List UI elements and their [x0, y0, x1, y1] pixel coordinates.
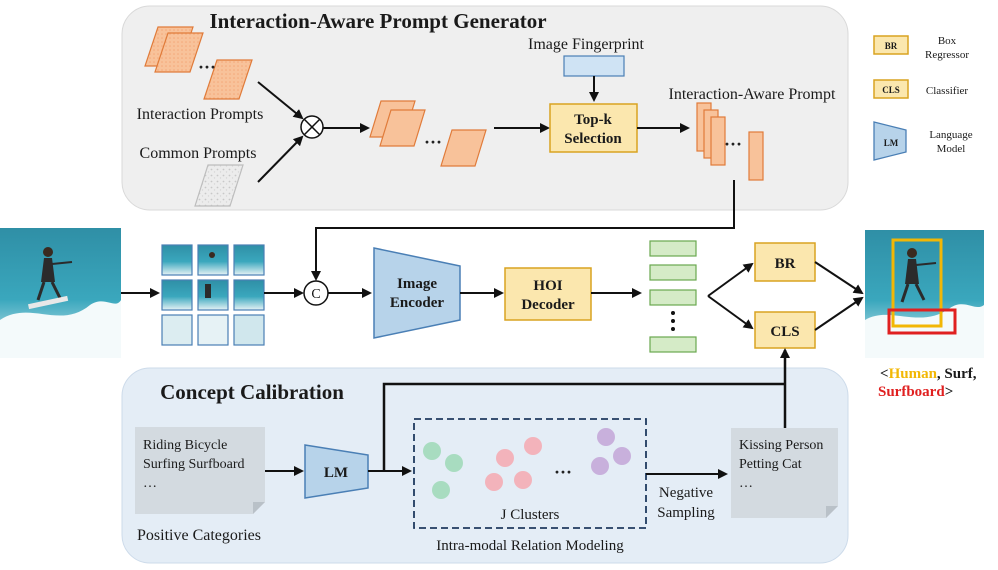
clusters-ellipsis: ···	[554, 462, 572, 482]
output-image	[865, 230, 984, 358]
prompt-generator-panel: Interaction-Aware Prompt Generator ··· I…	[121, 5, 849, 211]
fused-prompts-stack: ···	[369, 100, 487, 167]
hoi-decoder-line2: Decoder	[521, 297, 575, 313]
legend: BR Box Regressor CLS Classifier LM Langu…	[873, 35, 973, 161]
common-prompt-shape	[194, 164, 244, 207]
legend-br-box	[873, 35, 909, 55]
image-encoder-line1: Image	[397, 276, 437, 292]
negative-sampling-line1: Negative	[659, 485, 713, 501]
negative-item-3: …	[739, 476, 753, 491]
negative-item-2: Petting Cat	[739, 457, 802, 472]
legend-cls-box	[873, 79, 909, 99]
output-close: >	[945, 384, 954, 400]
interaction-aware-prompt-stack: ···	[696, 102, 764, 181]
output-surf: Surf,	[944, 366, 976, 382]
positive-item-1: Riding Bicycle	[143, 438, 227, 453]
legend-lm-shape	[873, 121, 907, 161]
legend-cls-line1: Classifier	[926, 85, 968, 97]
hoi-decoder	[504, 267, 592, 321]
interaction-prompts-stack: ···	[144, 26, 253, 100]
image-encoder-line2: Encoder	[390, 295, 445, 311]
positive-item-3: …	[143, 476, 157, 491]
clusters-label: J Clusters	[501, 507, 560, 523]
topk-selection-line2: Selection	[564, 131, 622, 147]
human-bbox	[891, 238, 943, 328]
fused-prompts-ellipsis: ···	[424, 132, 442, 152]
positive-categories-doc	[135, 427, 265, 514]
output-open: <	[880, 366, 889, 382]
interaction-prompts-label: Interaction Prompts	[137, 106, 264, 123]
br-label: BR	[775, 256, 796, 272]
topk-selection-line1: Top-k	[574, 112, 612, 128]
output-human: Human	[889, 366, 938, 382]
cluster-points	[423, 428, 631, 499]
legend-br-line1: Box	[938, 35, 957, 47]
legend-lm-line2: Model	[937, 143, 966, 155]
interaction-aware-prompt-label: Interaction-Aware Prompt	[669, 86, 836, 103]
legend-cls-abbr: CLS	[882, 85, 900, 95]
concat-symbol: C	[311, 287, 320, 302]
interaction-prompts-ellipsis: ···	[198, 57, 216, 77]
common-prompts-label: Common Prompts	[140, 145, 257, 162]
input-image	[0, 228, 121, 358]
image-encoder	[373, 247, 461, 339]
relation-modeling-label: Intra-modal Relation Modeling	[436, 538, 624, 554]
surfboard-bbox	[887, 308, 957, 335]
image-fingerprint-box	[563, 55, 625, 77]
legend-lm-line1: Language	[929, 129, 972, 141]
image-patches	[161, 244, 265, 346]
positive-categories-label: Positive Categories	[137, 527, 261, 544]
legend-lm-abbr: LM	[884, 138, 899, 148]
language-model	[304, 444, 369, 499]
topk-selection-box	[549, 103, 638, 153]
hoi-decoder-line1: HOI	[533, 278, 562, 294]
negative-sampling-line2: Sampling	[657, 505, 715, 521]
positive-item-2: Surfing Surfboard	[143, 457, 245, 472]
lm-label: LM	[324, 465, 348, 481]
interaction-aware-prompt-ellipsis: ···	[724, 134, 742, 154]
image-fingerprint-label: Image Fingerprint	[528, 36, 645, 53]
concept-calibration-title: Concept Calibration	[160, 380, 344, 404]
legend-br-line2: Regressor	[925, 49, 969, 61]
negative-categories-doc	[731, 428, 838, 518]
output-triplet-line1: <Human, Surf,	[880, 366, 977, 382]
legend-br-abbr: BR	[885, 41, 898, 51]
output-triplet-line2: Surfboard>	[878, 384, 953, 400]
concept-calibration-panel: Concept Calibration Riding Bicycle Surfi…	[121, 348, 849, 564]
prompt-generator-title: Interaction-Aware Prompt Generator	[209, 9, 546, 33]
negative-item-1: Kissing Person	[739, 438, 823, 453]
output-surfboard: Surfboard	[878, 384, 945, 400]
hoi-query-features	[649, 240, 697, 353]
cls-label: CLS	[770, 324, 799, 340]
output-comma: ,	[937, 366, 941, 382]
br-box	[754, 242, 816, 282]
